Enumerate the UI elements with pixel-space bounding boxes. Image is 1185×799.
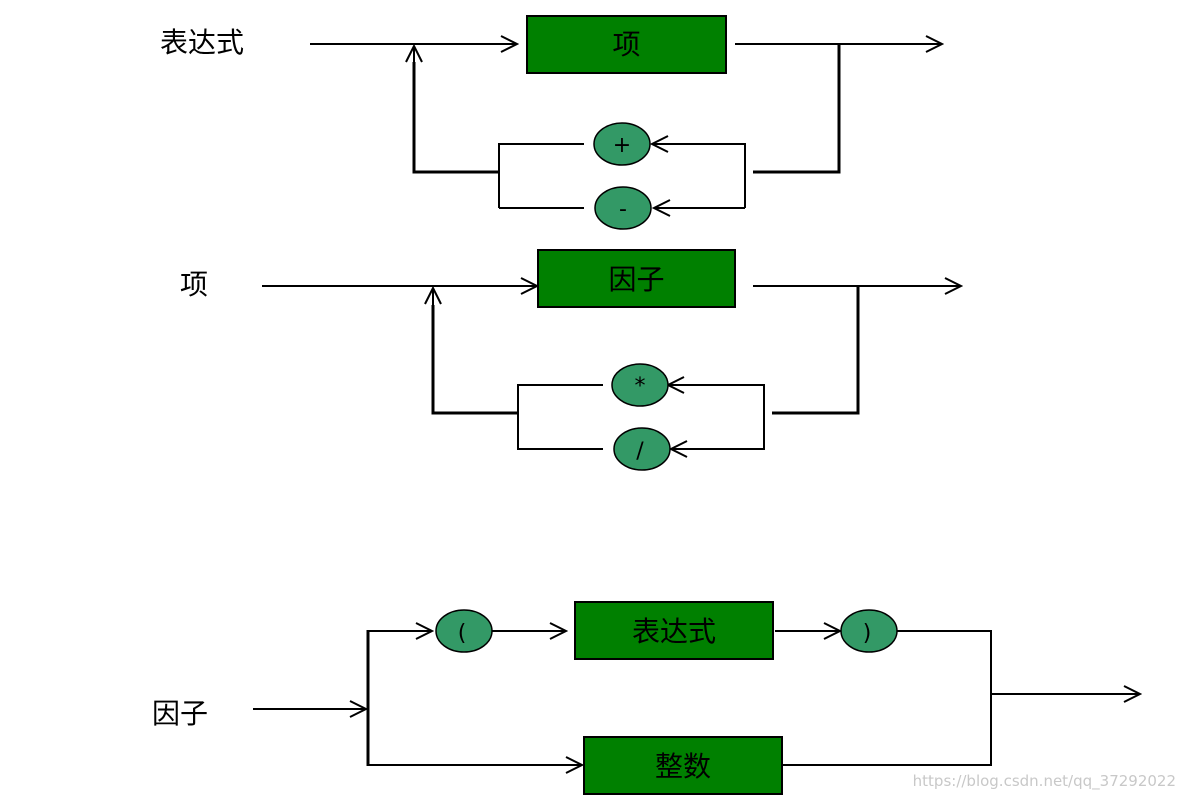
- close-paren-label: ): [863, 621, 872, 646]
- factor-integer-box: [583, 736, 783, 795]
- factor-lower-merge: [782, 694, 992, 766]
- term-loop-right: [772, 286, 860, 415]
- multiply-operator: [611, 363, 669, 407]
- term-rule: 项 因子 * /: [180, 249, 961, 471]
- expression-rule: 表达式 项 + -: [160, 15, 942, 230]
- expression-rule-label: 表达式: [160, 26, 244, 59]
- factor-expression-box-label: 表达式: [632, 615, 716, 648]
- factor-expression-box: [574, 601, 774, 660]
- minus-operator-label: -: [619, 197, 627, 222]
- term-loop-return: [431, 305, 518, 415]
- divide-operator: [613, 427, 671, 471]
- expression-term-box-label: 项: [612, 28, 640, 61]
- term-rule-label: 项: [180, 268, 208, 301]
- open-paren-label: (: [458, 621, 467, 646]
- multiply-operator-label: *: [635, 374, 646, 399]
- factor-rule-label: 因子: [152, 697, 208, 730]
- expression-term-box: [526, 15, 727, 74]
- factor-integer-box-label: 整数: [655, 750, 711, 783]
- expression-loop-right: [753, 44, 841, 174]
- term-factor-box: [537, 249, 736, 308]
- plus-operator: [593, 122, 651, 166]
- watermark-text: https://blog.csdn.net/qq_37292022: [913, 772, 1176, 791]
- term-factor-box-label: 因子: [608, 263, 664, 296]
- expression-loop-return: [412, 62, 499, 174]
- factor-rule: 因子 ( 表达式 ) 整数: [152, 601, 1140, 795]
- divide-operator-label: /: [636, 439, 644, 464]
- plus-operator-label: +: [613, 133, 631, 158]
- factor-upper-merge: [897, 630, 992, 694]
- minus-operator: [594, 186, 652, 230]
